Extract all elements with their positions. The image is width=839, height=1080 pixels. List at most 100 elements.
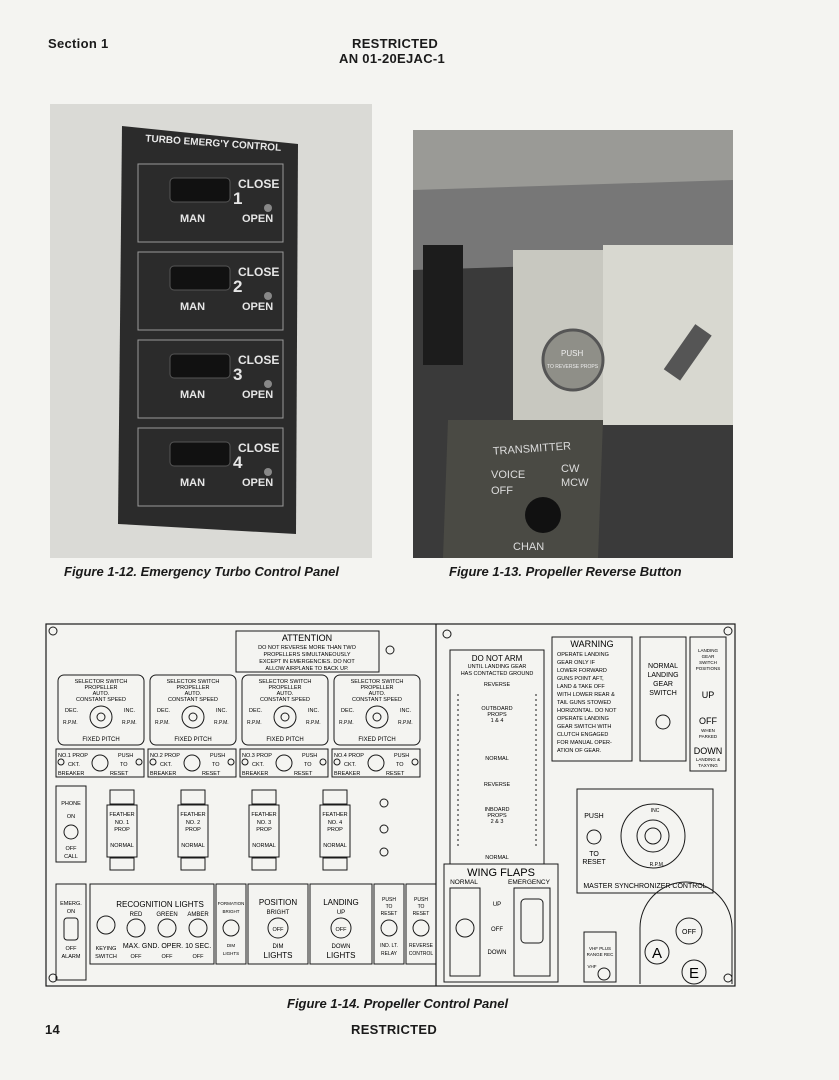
feather-no: NO. 1 <box>115 820 129 826</box>
figure-12-caption: Figure 1-12. Emergency Turbo Control Pan… <box>64 564 339 579</box>
phone-on-label: ON <box>67 814 75 820</box>
lg-switch: SWITCH <box>649 690 677 697</box>
selector-knob <box>273 705 297 729</box>
ms-label: MASTER SYNCHRONIZER CONTROL <box>583 883 706 890</box>
feather-base <box>251 857 277 871</box>
formation-switch <box>222 919 240 937</box>
page-number: 14 <box>45 1022 61 1037</box>
selector-inc: INC. <box>400 708 411 714</box>
feather-no: NO. 2 <box>186 820 200 826</box>
lg-pos-1: LANDING <box>698 648 719 653</box>
emerg-on-label: ON <box>67 909 75 915</box>
selector-rpm-left: R.P.M. <box>63 720 78 726</box>
breaker-screw <box>333 758 341 766</box>
transmitter-label: TRANSMITTER <box>492 440 571 457</box>
breaker-screw <box>135 758 143 766</box>
wf-normal: NORMAL <box>450 879 478 886</box>
feather-frame <box>177 804 209 858</box>
turbo-number-label: 2 <box>233 277 242 296</box>
selector-dec: DEC. <box>249 708 263 714</box>
dna-normal1: NORMAL <box>485 756 509 762</box>
revctl-to: TO <box>418 904 425 910</box>
feather-base <box>109 857 135 871</box>
vhf-line1: VHF PLUS <box>589 946 611 951</box>
relay-relay: RELAY <box>381 951 398 957</box>
ms-rpm: R.P.M. <box>650 862 665 868</box>
dna-line2: HAS CONTACTED GROUND <box>461 671 534 677</box>
formation-bright: BRIGHT <box>222 909 239 914</box>
keying-label: KEYING <box>96 946 117 952</box>
feather-label: FEATHER <box>109 812 134 818</box>
selector-dec: DEC. <box>157 708 171 714</box>
breaker-reset: RESET <box>294 771 313 777</box>
turbo-unit-frame <box>137 339 284 419</box>
lg-landing-taxi2: TAXYING <box>698 763 718 768</box>
panel-screw <box>385 645 395 655</box>
wf-down: DOWN <box>488 950 507 956</box>
wf-off: OFF <box>491 927 503 933</box>
turbo-toggle <box>264 204 272 212</box>
relay-reset: RESET <box>381 911 398 917</box>
feather-base <box>180 857 206 871</box>
green-switch <box>157 918 177 938</box>
selector-fixed: FIXED PITCH <box>266 737 303 743</box>
breaker-breaker: BREAKER <box>334 771 360 777</box>
feather-no: NO. 4 <box>328 820 342 826</box>
turbo-toggle <box>264 380 272 388</box>
gauge-a <box>644 939 670 965</box>
turbo-man-label: MAN <box>180 213 205 225</box>
lg-when: WHEN <box>701 728 715 733</box>
dna-props2: PROPS <box>487 813 507 819</box>
selector-inc: INC. <box>216 708 227 714</box>
phone-off-label: OFF <box>66 846 78 852</box>
to-reverse-label: TO REVERSE PROPS <box>547 364 599 370</box>
breaker-push: PUSH <box>210 753 225 759</box>
breaker-screw <box>149 758 157 766</box>
mcw-label: MCW <box>561 477 589 489</box>
lg-up: UP <box>702 690 715 700</box>
relay-push: PUSH <box>382 897 396 903</box>
turbo-number-label: 1 <box>233 189 242 208</box>
breaker-frame <box>239 748 329 778</box>
breaker-frame <box>331 748 421 778</box>
selector-line1: SELECTOR SWITCH <box>167 679 220 685</box>
recognition-amber: AMBER <box>187 912 209 918</box>
red-switch <box>126 918 146 938</box>
breaker-button <box>367 754 385 772</box>
landing-lights: LIGHTS <box>327 951 356 960</box>
selector-line1: SELECTOR SWITCH <box>351 679 404 685</box>
selector-inc: INC. <box>308 708 319 714</box>
breaker-push: PUSH <box>394 753 409 759</box>
vhf-line3: VHF <box>588 964 597 969</box>
lg-normal: NORMAL <box>648 663 678 670</box>
ms-to: TO <box>589 851 599 858</box>
breaker-screw <box>57 758 65 766</box>
feather-label: FEATHER <box>322 812 347 818</box>
breaker-screw <box>241 758 249 766</box>
landing-off: OFF <box>336 927 348 933</box>
turbo-unit-frame <box>137 427 284 507</box>
feather-normal: NORMAL <box>252 843 276 849</box>
panel-screw <box>723 626 733 636</box>
position-dim: DIM <box>273 944 284 950</box>
vhf-line2: RANGE REC <box>587 952 615 957</box>
turbo-switch <box>169 353 231 379</box>
recognition-title: RECOGNITION LIGHTS <box>116 900 204 909</box>
lg-pos-2: GEAR <box>702 654 716 659</box>
turbo-open-label: OPEN <box>242 477 273 489</box>
propeller-reverse-photo: PUSH TO REVERSE PROPS TRANSMITTER VOICE … <box>413 130 733 558</box>
selector-rpm-left: R.P.M. <box>247 720 262 726</box>
selector-fixed: FIXED PITCH <box>174 737 211 743</box>
breaker-ckt: CKT. <box>252 762 264 768</box>
dna-title: DO NOT ARM <box>472 654 523 663</box>
ms-reset: RESET <box>582 859 606 866</box>
breaker-screw <box>319 758 327 766</box>
recognition-green: GREEN <box>156 912 177 918</box>
gauge-off <box>675 917 703 945</box>
dna-normal2: NORMAL <box>485 855 509 861</box>
phone-call-label: CALL <box>64 854 78 860</box>
attention-line: EXCEPT IN EMERGENCIES. DO NOT <box>259 659 355 665</box>
